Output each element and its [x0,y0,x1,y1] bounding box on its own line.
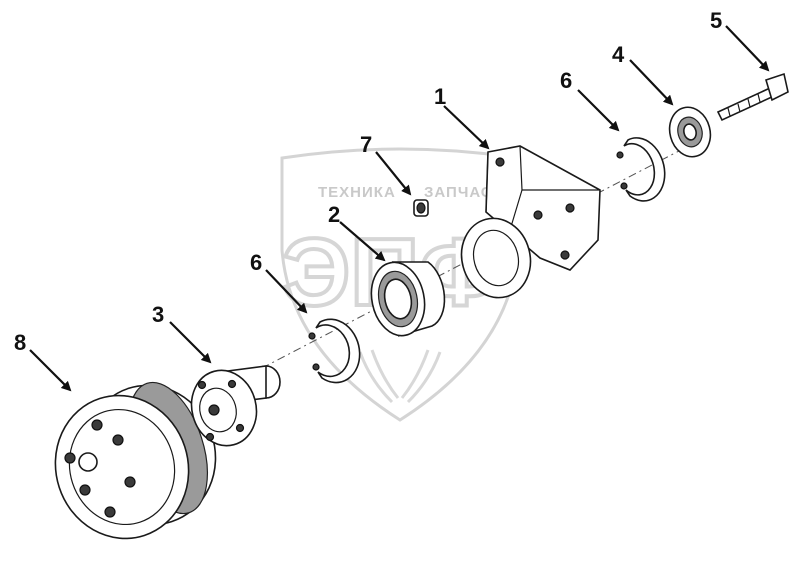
leader-8 [29,349,72,392]
watermark-wheat-icon [358,349,442,404]
callout-2: 2 [328,202,340,227]
callout-6-lower: 6 [250,250,262,275]
callout-5: 5 [710,8,722,33]
callout-leaders [29,25,770,392]
bearing [370,261,446,337]
hub [190,365,281,447]
bolt [716,72,789,122]
snap-ring-lower [308,318,361,384]
leader-1 [443,105,490,150]
leader-6b [265,269,308,314]
callout-1: 1 [434,84,446,109]
callout-7: 7 [360,132,372,157]
callout-numbers: 1 2 3 4 5 6 6 7 8 [14,8,722,355]
leader-4 [629,59,674,106]
snap-ring-upper [616,137,666,202]
washer [668,106,712,158]
watermark-text-left: ТЕХНИКА [318,184,396,201]
callout-6-upper: 6 [560,68,572,93]
housing [460,145,601,299]
leader-2 [339,221,386,262]
leader-3 [169,321,212,364]
leader-6a [577,89,620,132]
callout-4: 4 [612,42,625,67]
grease-nipple [413,199,429,217]
callout-8: 8 [14,330,26,355]
leader-5 [725,25,770,72]
callout-3: 3 [152,302,164,327]
leader-7 [375,151,412,196]
